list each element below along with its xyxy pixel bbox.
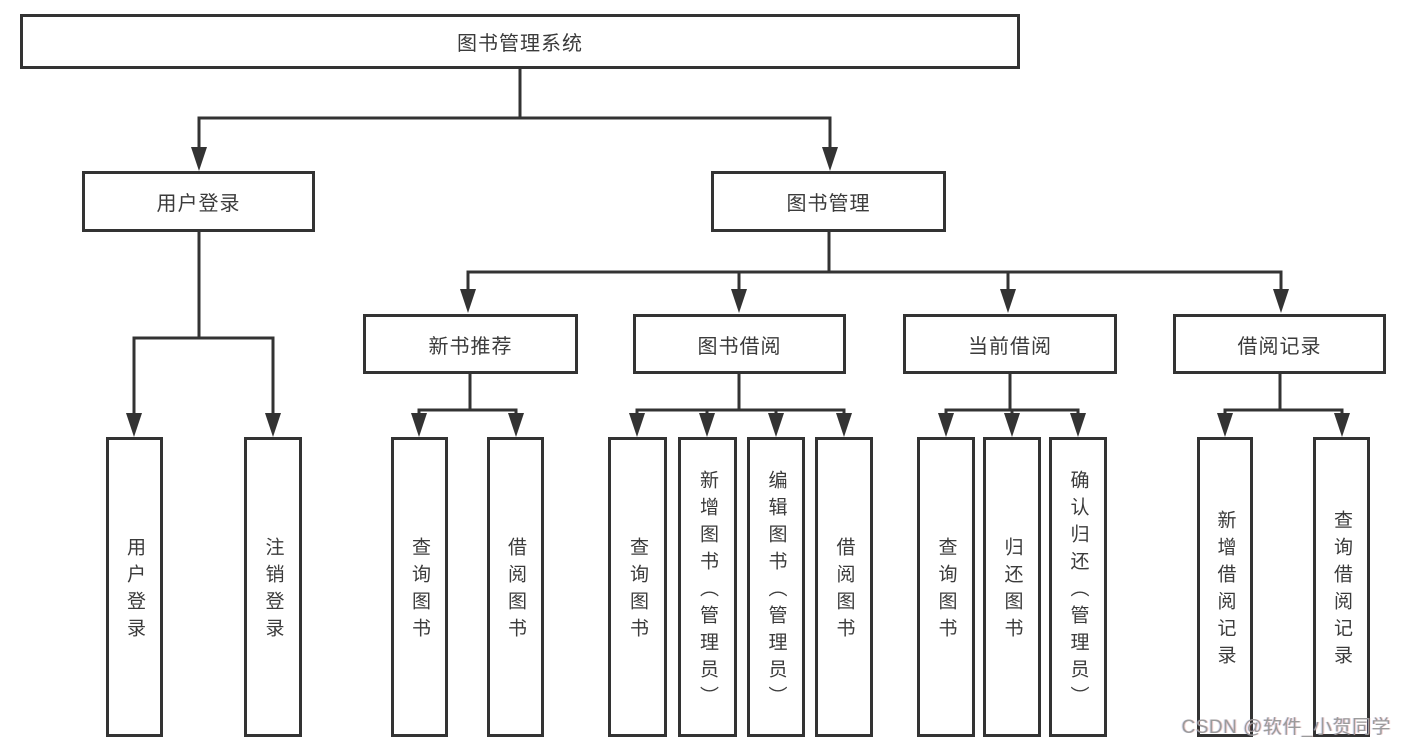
node-label: 编辑图书（管理员） [765,469,787,713]
node-label: 借阅图书 [833,537,855,645]
node-root-system: 图书管理系统 [20,14,1020,69]
leaf-confirm-return-admin: 确认归还（管理员） [1049,437,1107,737]
node-book-management: 图书管理 [711,171,946,232]
node-user-login: 用户登录 [82,171,315,232]
node-label: 查询图书 [935,537,957,645]
leaf-current-query-books: 查询图书 [917,437,975,737]
node-label: 当前借阅 [968,335,1052,358]
node-label: 图书管理 [786,193,871,215]
leaf-query-borrow-record: 查询借阅记录 [1313,437,1370,737]
node-label: 查询借阅记录 [1331,510,1352,672]
leaf-return-books: 归还图书 [983,437,1041,737]
leaf-recommend-query-books: 查询图书 [391,437,448,737]
node-label: 图书借阅 [697,335,782,358]
leaf-add-book-admin: 新增图书（管理员） [678,437,737,737]
node-label: 用户登录 [124,537,145,645]
node-book-borrowing: 图书借阅 [633,314,846,374]
node-current-borrowing: 当前借阅 [903,314,1117,374]
node-borrow-records: 借阅记录 [1173,314,1386,374]
leaf-borrowing-borrow-books: 借阅图书 [815,437,873,737]
node-new-book-recommend: 新书推荐 [363,314,578,374]
csdn-watermark: CSDN @软件_小贺同学 [1181,717,1391,738]
node-label: 用户登录 [156,193,241,215]
node-label: 图书管理系统 [457,33,583,55]
node-label: 借阅图书 [505,537,526,645]
node-label: 新增图书（管理员） [697,469,718,713]
node-label: 确认归还（管理员） [1067,469,1089,713]
node-label: 查询图书 [627,537,648,645]
node-label: 归还图书 [1001,537,1023,645]
leaf-edit-book-admin: 编辑图书（管理员） [747,437,805,737]
node-label: 借阅记录 [1237,335,1322,358]
leaf-add-borrow-record: 新增借阅记录 [1197,437,1253,737]
node-label: 新书推荐 [428,335,513,358]
node-label: 注销登录 [262,537,284,645]
leaf-logout: 注销登录 [244,437,302,737]
node-label: 新增借阅记录 [1214,510,1236,672]
leaf-recommend-borrow-books: 借阅图书 [487,437,544,737]
leaf-user-login: 用户登录 [106,437,163,737]
leaf-borrowing-query-books: 查询图书 [608,437,667,737]
node-label: 查询图书 [409,537,430,645]
